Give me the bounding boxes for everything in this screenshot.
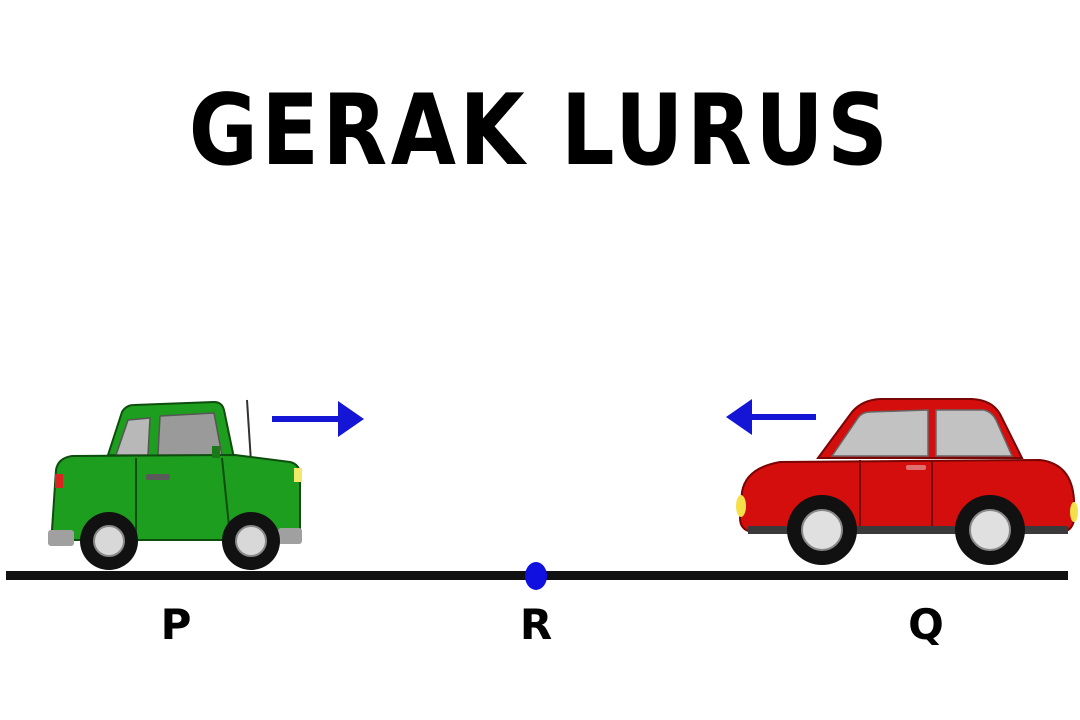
rear-bumper (48, 530, 74, 546)
red-car-rear-window (935, 409, 1014, 457)
side-mirror (212, 446, 220, 458)
arrow-right-icon (272, 401, 364, 437)
red-car (736, 398, 1078, 565)
red-car-underbody (748, 526, 1068, 534)
rear-hubcap (969, 509, 1011, 551)
arrow-left-icon (726, 399, 816, 435)
red-car-front-window (830, 409, 929, 457)
point-label-r: R (519, 600, 553, 649)
point-label-q: Q (908, 600, 944, 649)
head-light (294, 468, 302, 482)
point-r-marker (525, 562, 547, 590)
green-car (48, 399, 302, 570)
front-hubcap (235, 525, 267, 557)
point-label-p: P (160, 600, 192, 649)
tail-light (55, 474, 63, 488)
rear-hubcap (93, 525, 125, 557)
front-bumper (278, 528, 302, 544)
tail-light (1070, 502, 1078, 522)
door-handle (146, 474, 170, 480)
door-handle (906, 465, 926, 470)
front-hubcap (801, 509, 843, 551)
page-title: GERAK LURUS (188, 74, 892, 188)
head-light (736, 495, 746, 517)
antenna (246, 399, 252, 463)
